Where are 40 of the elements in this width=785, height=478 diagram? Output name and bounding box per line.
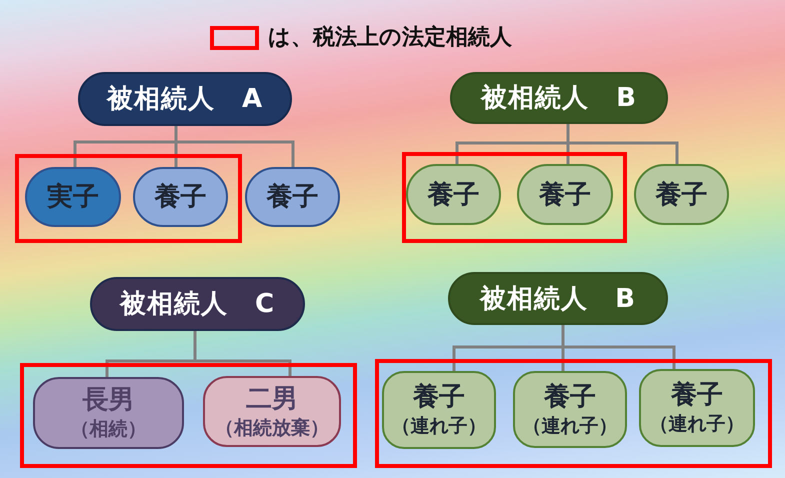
connector-line: [562, 325, 676, 369]
child-box: [203, 376, 341, 447]
header-pill: [450, 72, 668, 124]
relation-text: 養子: [671, 379, 723, 411]
header-text: 被相続人 A: [106, 83, 264, 115]
connector-line: [174, 126, 294, 167]
child-pill: [406, 164, 501, 225]
status-text: （相続放棄）: [215, 416, 329, 440]
highlight-frame: [20, 363, 357, 468]
child-box: [513, 371, 627, 448]
status-text: （連れ子）: [392, 414, 486, 439]
relation-text: 養子: [154, 181, 206, 213]
header-pill: [78, 72, 292, 126]
header-text: 被相続人 B: [481, 82, 637, 114]
status-text: （連れ子）: [650, 412, 744, 437]
status-text: （連れ子）: [522, 414, 618, 438]
relation-text: 養子: [428, 178, 480, 210]
header-pill: [448, 272, 668, 325]
highlight-frame: [402, 152, 627, 243]
relation-text: 養子: [266, 181, 318, 213]
relation-text: 養子: [539, 178, 591, 210]
header-text: 被相続人 B: [480, 282, 636, 314]
highlight-frame: [375, 359, 772, 468]
child-pill: [245, 167, 340, 227]
relation-text: 長男: [82, 384, 134, 416]
child-box: [382, 371, 496, 449]
child-box: [639, 369, 755, 447]
relation-text: 養子: [656, 178, 708, 210]
header-text: 被相続人 C: [120, 288, 276, 320]
relation-text: 実子: [47, 181, 99, 213]
header-pill: [90, 277, 305, 331]
relation-text: 養子: [544, 380, 596, 412]
legend-text: は、税法上の法定相続人: [268, 24, 512, 52]
connector-line: [194, 331, 292, 376]
relation-text: 養子: [413, 381, 465, 413]
highlight-frame: [15, 154, 242, 243]
connector-line: [566, 124, 678, 164]
child-box: [33, 377, 184, 449]
relation-text: 二男: [246, 382, 298, 414]
status-text: （相続）: [70, 417, 146, 442]
